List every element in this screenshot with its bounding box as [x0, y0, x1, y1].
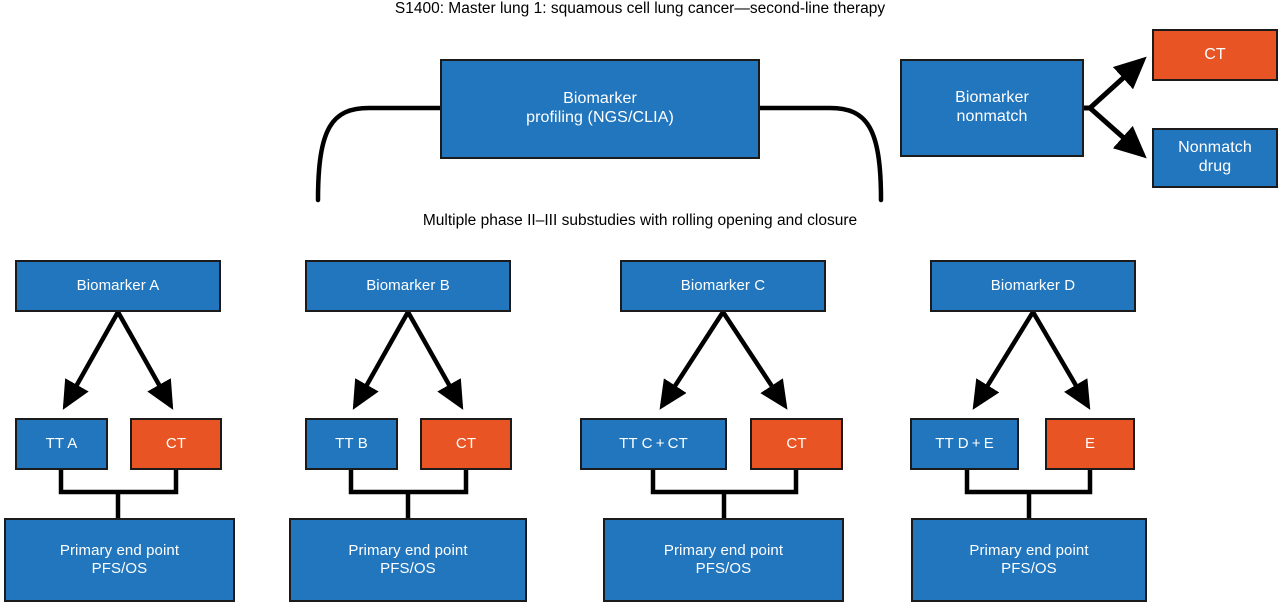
substudy-a-bracket: [58, 470, 179, 518]
substudy-b-treatment-box: TT B: [305, 418, 398, 470]
substudy-a-control-box: CT: [130, 418, 222, 470]
substudy-d-bracket: [964, 470, 1093, 518]
nonmatch-drug-box: Nonmatch drug: [1152, 128, 1278, 188]
nonmatch-to-ct-arrow: [1084, 56, 1147, 111]
substudy-a-treatment-box: TT A: [15, 418, 108, 470]
bracket-path: [58, 470, 179, 495]
diagram-title: S1400: Master lung 1: squamous cell lung…: [394, 0, 886, 17]
substudy-b-control-box: CT: [420, 418, 512, 470]
bm-b-to-ct-arrow: [406, 310, 464, 410]
substudy-b-arrows: [352, 310, 464, 410]
substudy-a-endpoint-box: Primary end point PFS/OS: [4, 518, 235, 602]
biomarker-profiling-box: Biomarker profiling (NGS/CLIA): [440, 59, 760, 159]
substudy-c-control-box: CT: [750, 418, 843, 470]
substudy-b-bracket: [348, 470, 469, 518]
profiling-right-curve: [757, 105, 884, 203]
nonmatch-ct-box: CT: [1152, 29, 1278, 81]
bm-c-to-tt-arrow: [659, 310, 725, 410]
biomarker-d-box: Biomarker D: [930, 260, 1136, 312]
substudy-d-arrows: [972, 310, 1091, 410]
substudy-c-arrows: [659, 310, 788, 410]
substudy-a-arrows: [62, 310, 174, 410]
substudy-d-treatment-box: TT D + E: [910, 418, 1019, 470]
bm-d-to-tt-arrow: [972, 310, 1035, 410]
bm-a-to-tt-arrow: [62, 310, 120, 410]
substudies-caption: Multiple phase II–III substudies with ro…: [422, 212, 858, 229]
substudy-c-treatment-box: TT C + CT: [580, 418, 727, 470]
bm-c-to-ct-arrow: [721, 310, 788, 410]
substudy-d-control-box: E: [1045, 418, 1135, 470]
bm-b-to-tt-arrow: [352, 310, 410, 410]
nonmatch-branch-arrows: [1084, 56, 1147, 159]
bracket-path: [348, 470, 469, 495]
substudy-c-endpoint-box: Primary end point PFS/OS: [603, 518, 844, 602]
bm-d-to-ct-arrow: [1031, 310, 1091, 410]
biomarker-a-box: Biomarker A: [15, 260, 221, 312]
substudy-c-bracket: [650, 470, 799, 518]
nonmatch-to-drug-arrow: [1084, 105, 1147, 159]
biomarker-b-box: Biomarker B: [305, 260, 511, 312]
substudy-d-endpoint-box: Primary end point PFS/OS: [911, 518, 1147, 602]
bm-a-to-ct-arrow: [116, 310, 174, 410]
biomarker-c-box: Biomarker C: [620, 260, 826, 312]
profiling-left-curve: [315, 105, 443, 203]
substudy-b-endpoint-box: Primary end point PFS/OS: [289, 518, 527, 602]
biomarker-nonmatch-box: Biomarker nonmatch: [900, 59, 1084, 157]
bracket-path: [964, 470, 1093, 495]
bracket-path: [650, 470, 799, 495]
